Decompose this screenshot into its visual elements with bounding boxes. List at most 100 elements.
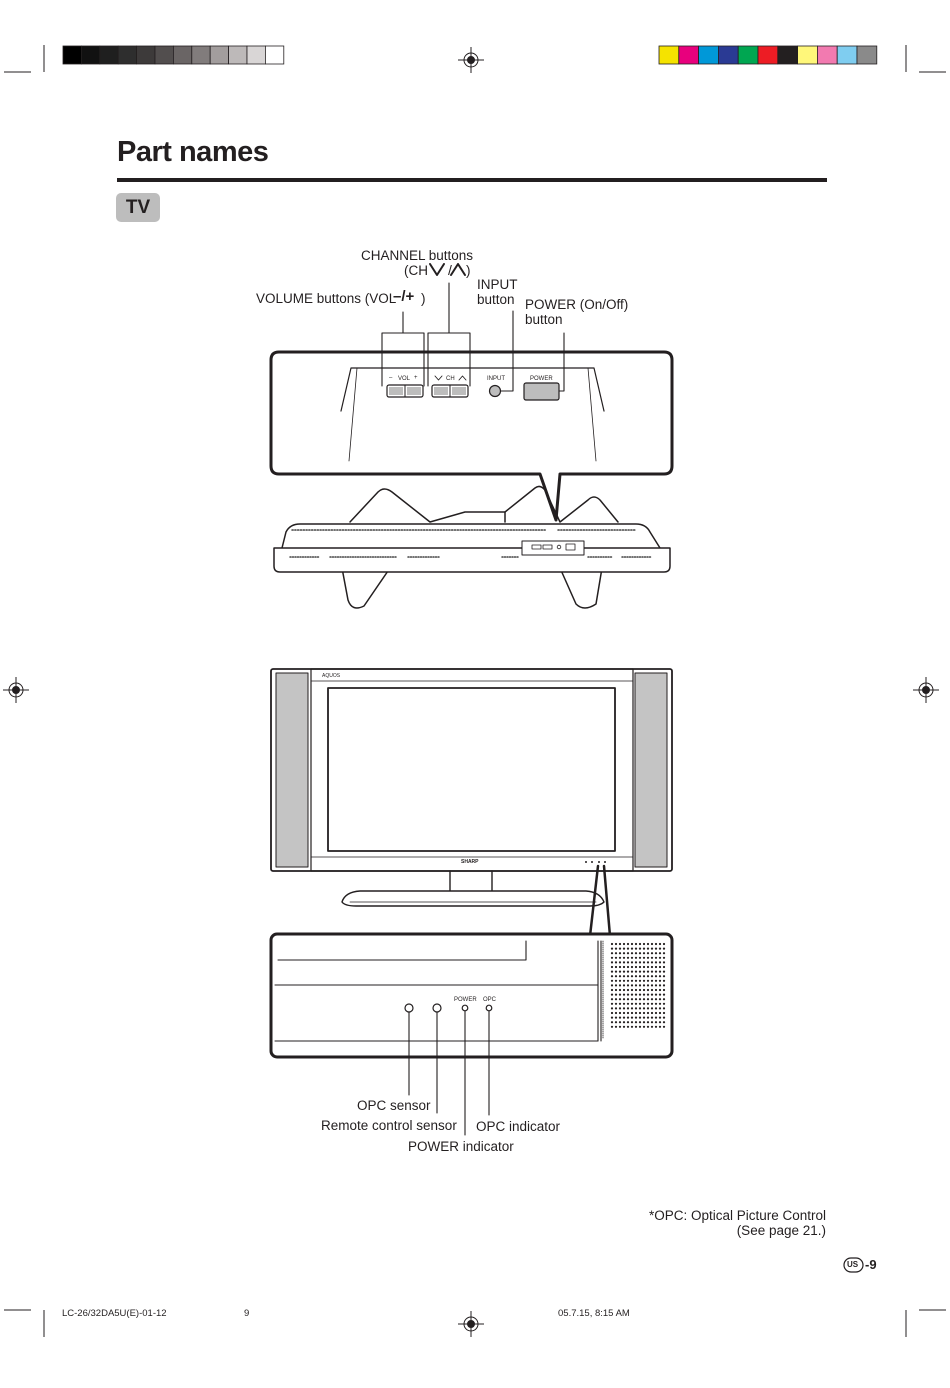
grille-dot <box>646 970 650 973</box>
grille-dot <box>630 1002 634 1005</box>
volume-buttons-label: VOLUME buttons (VOL <box>256 291 397 306</box>
grille-dot <box>658 998 662 1001</box>
grille-dot <box>646 998 650 1001</box>
grille-dot <box>650 970 654 973</box>
grille-dot <box>626 984 630 987</box>
grille-dot <box>610 956 614 959</box>
grille-dot <box>642 956 646 959</box>
grille-dot <box>662 975 666 978</box>
grille-dot <box>646 942 650 946</box>
grille-dot <box>614 1002 618 1005</box>
grille-dot <box>618 998 622 1001</box>
print-footer-model: LC-26/32DA5U(E)-01-12 <box>62 1308 167 1319</box>
grille-dot <box>638 1011 642 1015</box>
grille-dot <box>634 961 638 964</box>
left-speaker <box>275 672 309 868</box>
grille-dot <box>622 1025 626 1028</box>
grille-dot <box>614 984 618 987</box>
grille-dot <box>630 998 634 1001</box>
grille-dot <box>654 984 658 987</box>
grille-dot <box>646 1016 650 1019</box>
grille-dot <box>622 1021 626 1024</box>
region-mark-icon <box>843 1257 864 1273</box>
grille-dot <box>618 975 622 978</box>
panel-mark-minus: – <box>389 375 393 381</box>
grille-dot <box>654 956 658 959</box>
grille-dot <box>646 993 650 996</box>
tv-front-view <box>270 668 673 907</box>
grille-dot <box>614 998 618 1001</box>
grille-dot <box>654 998 658 1001</box>
grille-dot <box>634 952 638 955</box>
grille-dot <box>634 947 638 950</box>
power-button-label: POWER (On/Off) <box>525 297 629 312</box>
grille-dot <box>650 993 654 996</box>
input-button-illustration <box>488 384 502 398</box>
grille-dot <box>650 1025 654 1028</box>
footnote-line-2: (See page 21.) <box>736 1223 826 1238</box>
channel-slash: / <box>448 262 452 278</box>
grille-dot <box>618 970 622 973</box>
grille-dot <box>658 1011 662 1015</box>
power-indicator-illustration <box>461 1004 469 1012</box>
page-number: -9 <box>865 1257 877 1272</box>
grille-dot <box>630 975 634 978</box>
grille-dot <box>662 1016 666 1019</box>
crop-mark-bottom-left <box>4 1309 45 1337</box>
grille-dot <box>618 947 622 950</box>
grille-dot <box>650 1002 654 1005</box>
grille-dot <box>634 984 638 987</box>
grille-dot <box>658 984 662 987</box>
grille-dot <box>642 1025 646 1028</box>
grille-dot <box>634 956 638 959</box>
footnote-line-1: *OPC: Optical Picture Control <box>648 1208 826 1223</box>
grille-dot <box>618 965 622 969</box>
grille-dot <box>626 993 630 996</box>
grille-dot <box>662 1007 666 1010</box>
grille-dot <box>622 979 626 982</box>
grille-dot <box>662 998 666 1001</box>
grille-dot <box>658 1021 662 1024</box>
panel-mark-ch: CH <box>446 376 455 382</box>
remote-sensor-illustration <box>432 1003 442 1013</box>
grille-dot <box>650 975 654 978</box>
grille-dot <box>658 970 662 973</box>
power-indicator-label: POWER indicator <box>408 1139 514 1154</box>
grille-dot <box>638 979 642 982</box>
volume-buttons-signs: –/+ <box>393 288 415 305</box>
grille-dot <box>630 965 634 969</box>
grille-dot <box>662 984 666 987</box>
grille-dot <box>638 970 642 973</box>
grille-dot <box>630 947 634 950</box>
grille-dot <box>650 1016 654 1019</box>
grille-dot <box>630 961 634 964</box>
grille-dot <box>610 988 614 992</box>
grille-dot <box>662 965 666 969</box>
channel-down-arrow-icon <box>429 263 445 276</box>
grille-dot <box>634 942 638 946</box>
grille-dot <box>642 975 646 978</box>
grille-dot <box>614 975 618 978</box>
panel-mark-vol: VOL <box>398 376 411 382</box>
grille-dot <box>662 1025 666 1028</box>
grille-dot <box>650 984 654 987</box>
page-title: Part names <box>117 136 269 168</box>
grille-dot <box>642 965 646 969</box>
channel-buttons-label: CHANNEL buttons <box>361 248 474 263</box>
grille-dot <box>614 970 618 973</box>
grille-dot <box>626 1007 630 1010</box>
grille-dot <box>646 1021 650 1024</box>
grille-dot <box>622 975 626 978</box>
input-leader <box>500 310 514 392</box>
grille-dot <box>650 979 654 982</box>
grille-dot <box>634 975 638 978</box>
channel-up-arrow-icon <box>450 263 466 276</box>
grille-dot <box>630 1016 634 1019</box>
grille-dot <box>634 988 638 992</box>
grille-dot <box>618 1011 622 1015</box>
grille-dot <box>662 970 666 973</box>
grille-dot <box>658 988 662 992</box>
grille-dot <box>662 1011 666 1015</box>
